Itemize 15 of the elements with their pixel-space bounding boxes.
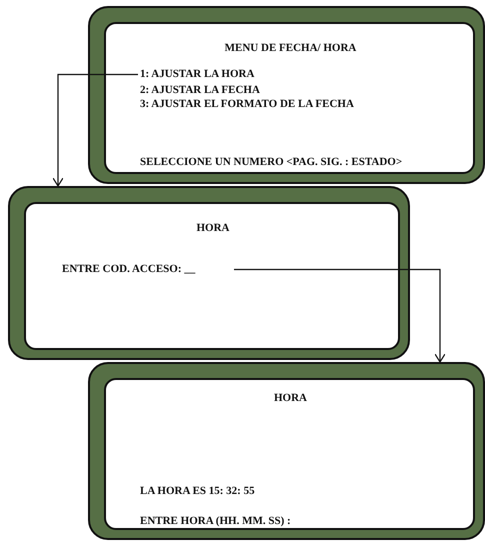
screen-title: HORA <box>196 222 230 235</box>
menu-text: ENTRE COD. ACCESO: __ <box>62 263 232 276</box>
arrow <box>234 268 446 363</box>
screen-text: 3: AJUSTAR EL FORMATO DE LA FECHA <box>140 98 354 111</box>
monitor-frame <box>8 186 410 360</box>
screen-title: MENU DE FECHA/ HORA <box>224 42 358 55</box>
monitor-frame <box>88 362 485 540</box>
screen-text: 2: AJUSTAR LA FECHA <box>140 84 260 97</box>
arrow <box>52 74 138 187</box>
screen-title: HORA <box>273 392 308 405</box>
monitor-frame <box>88 6 485 184</box>
screen-text: ENTRE HORA (HH. MM. SS) : <box>140 515 291 528</box>
screen-text: LA HORA ES 15: 32: 55 <box>140 485 255 498</box>
screen-text: SELECCIONE UN NUMERO <PAG. SIG. : ESTADO> <box>140 156 402 169</box>
menu-text: 1: AJUSTAR LA HORA <box>140 68 254 81</box>
